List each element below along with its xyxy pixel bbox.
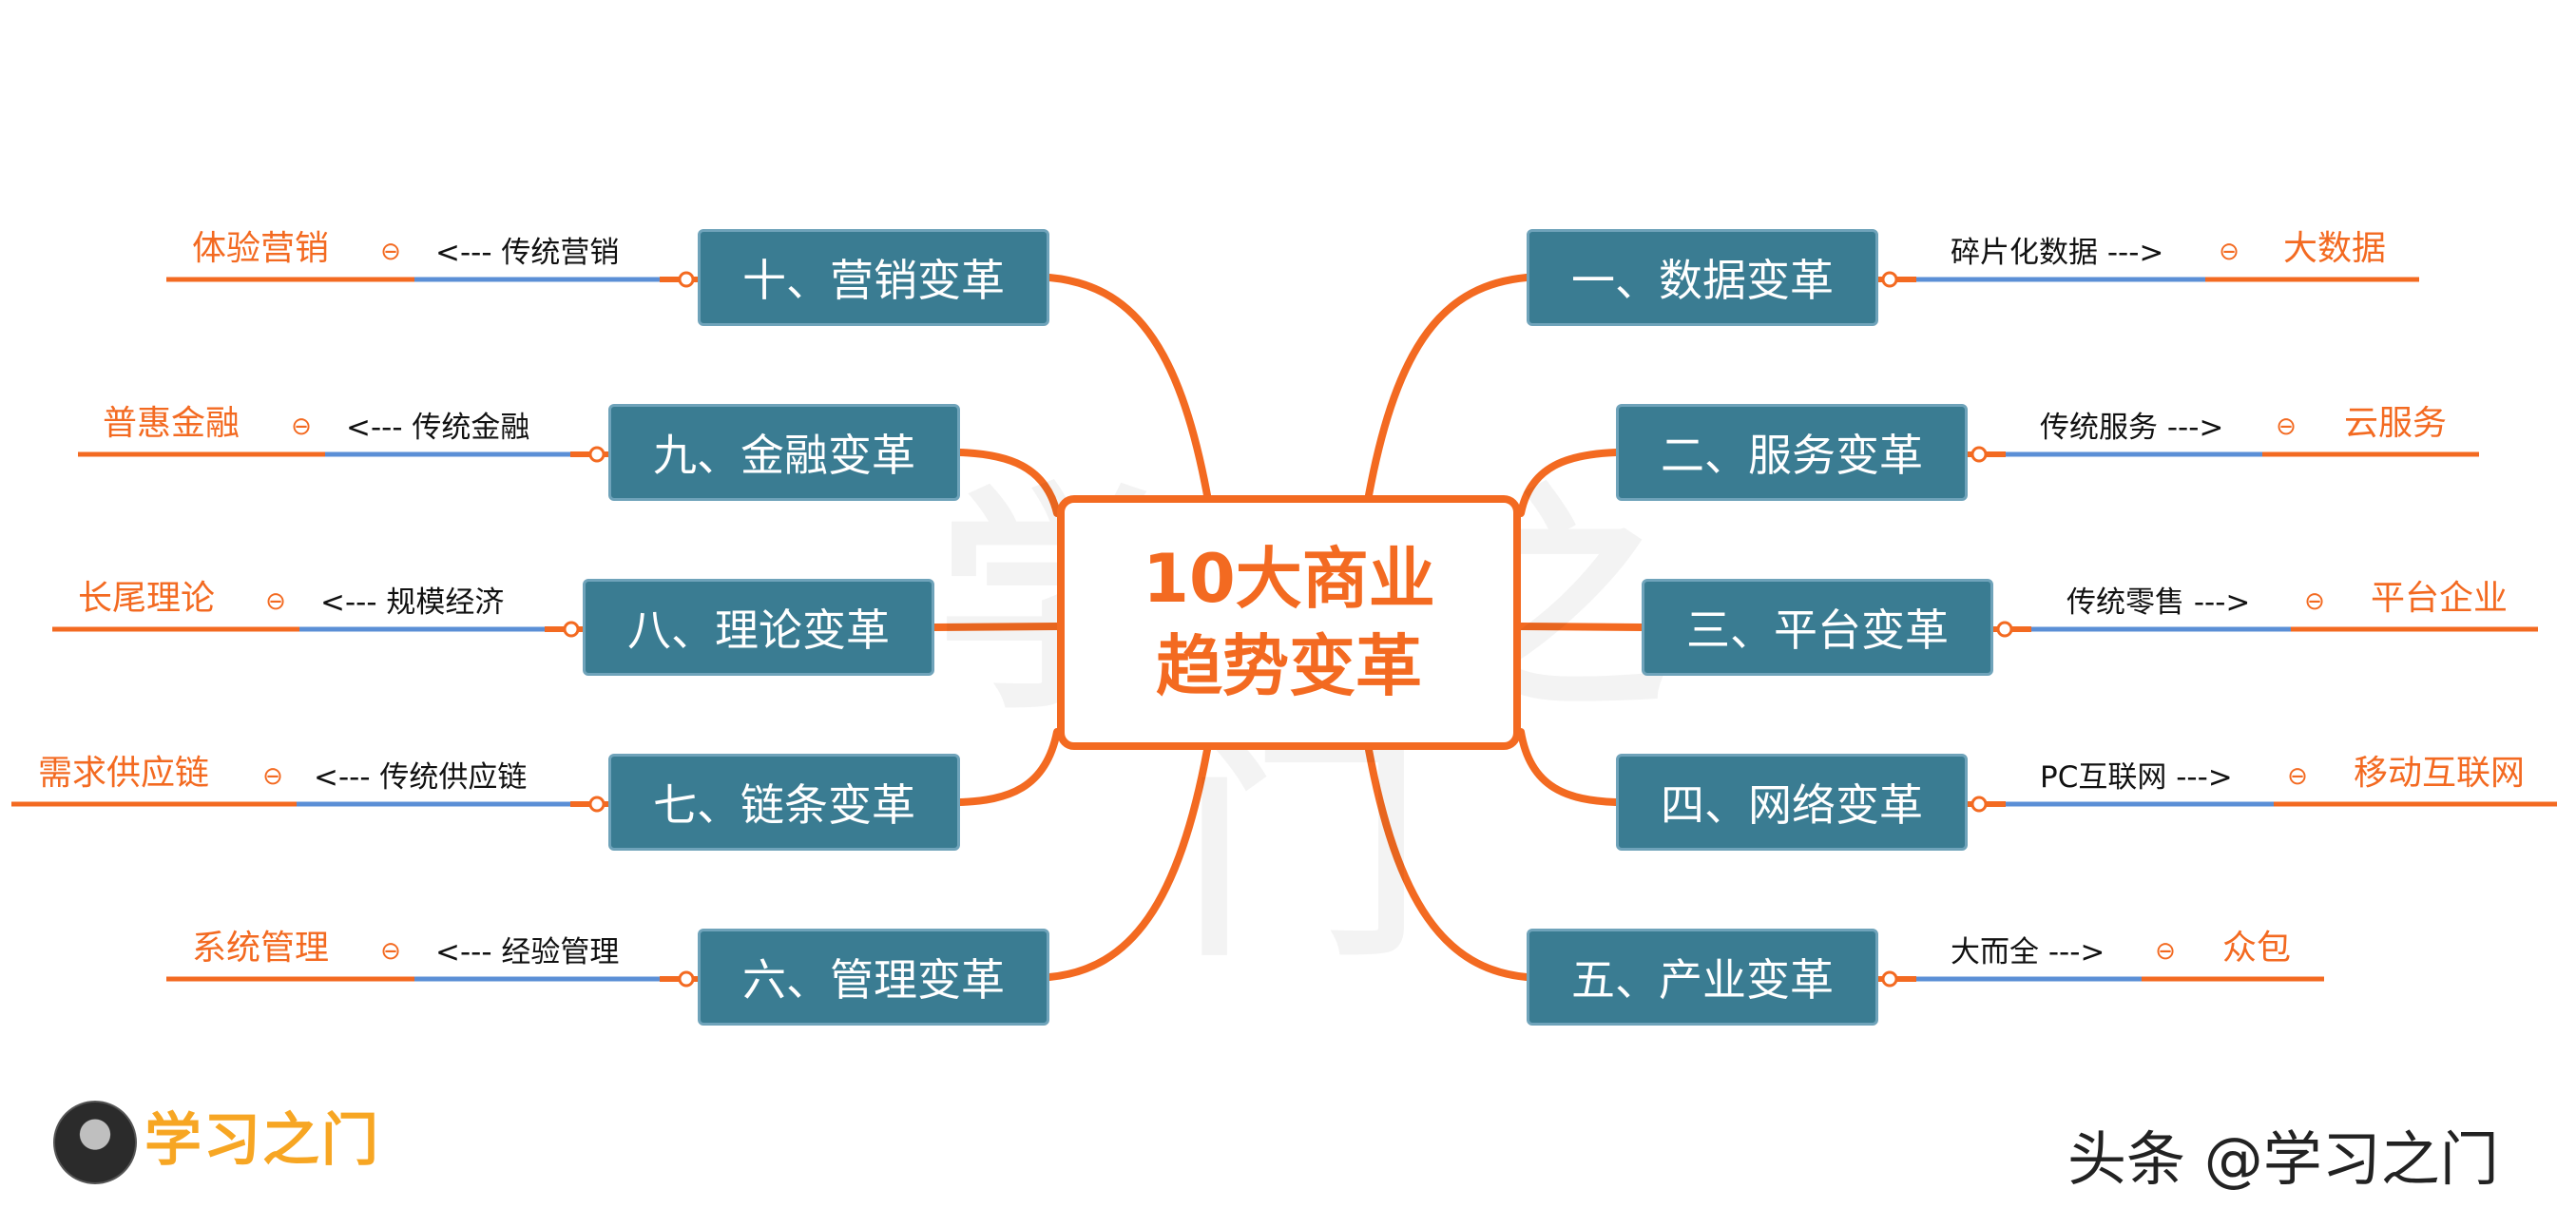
node-handle-dot (588, 796, 606, 813)
branch-service[interactable]: 二、服务变革 (1616, 404, 1968, 501)
center-topic-line2: 趋势变革 (1156, 627, 1422, 705)
branch-curve (956, 449, 1061, 517)
leaf-platform-enterprise[interactable]: 平台企业 (2371, 579, 2509, 618)
leaf-mobile-internet[interactable]: 移动互联网 (2354, 754, 2526, 793)
leaf-experience-marketing[interactable]: 体验营销 (192, 229, 330, 268)
node-handle-dot (1996, 621, 2013, 638)
branch-management[interactable]: 六、管理变革 (698, 929, 1049, 1026)
node-handle-dot (678, 970, 695, 988)
node-handle-dot (588, 446, 606, 463)
center-topic-line1: 10大商业 (1143, 540, 1435, 618)
collapse-icon[interactable]: ⊖ (262, 762, 283, 791)
leaf-long-tail-theory[interactable]: 长尾理论 (78, 579, 216, 618)
leaf-system-management[interactable]: 系统管理 (192, 929, 330, 968)
collapse-icon[interactable]: ⊖ (291, 413, 312, 441)
branch-curve (1365, 746, 1530, 981)
branch-data[interactable]: 一、数据变革 (1527, 229, 1878, 326)
collapse-icon[interactable]: ⊖ (2304, 587, 2325, 616)
leaf-crowdsourcing[interactable]: 众包 (2222, 929, 2292, 968)
node-handle-dot (1970, 446, 1988, 463)
leaf-cloud-service[interactable]: 云服务 (2344, 404, 2448, 443)
connector-text-theory: <--- 规模经济 (320, 585, 505, 620)
connector-text-chain: <--- 传统供应链 (314, 760, 528, 795)
connector-text-platform: 传统零售 ---> (2067, 585, 2251, 620)
branch-curve (956, 728, 1061, 806)
node-handle-dot (1881, 970, 1898, 988)
collapse-icon[interactable]: ⊖ (380, 238, 401, 266)
node-handle-dot (563, 621, 580, 638)
branch-chain[interactable]: 七、链条变革 (608, 754, 960, 851)
branch-theory[interactable]: 八、理论变革 (583, 579, 934, 676)
collapse-icon[interactable]: ⊖ (2219, 238, 2240, 266)
branch-platform[interactable]: 三、平台变革 (1642, 579, 1993, 676)
avatar (53, 1101, 137, 1184)
branch-curve (931, 623, 1061, 631)
credit-text: 头条 @学习之门 (2067, 1124, 2499, 1194)
branch-finance[interactable]: 九、金融变革 (608, 404, 960, 501)
brand-logo-text: 学习之门 (144, 1107, 380, 1174)
leaf-inclusive-finance[interactable]: 普惠金融 (103, 404, 240, 443)
collapse-icon[interactable]: ⊖ (2155, 937, 2176, 966)
leaf-big-data[interactable]: 大数据 (2283, 229, 2387, 268)
branch-marketing[interactable]: 十、营销变革 (698, 229, 1049, 326)
branch-industry[interactable]: 五、产业变革 (1527, 929, 1878, 1026)
collapse-icon[interactable]: ⊖ (2287, 762, 2308, 791)
center-topic[interactable]: 10大商业 趋势变革 (1057, 495, 1521, 750)
leaf-demand-supply-chain[interactable]: 需求供应链 (38, 754, 210, 793)
branch-curve (1517, 623, 1645, 631)
connector-text-data: 碎片化数据 ---> (1951, 236, 2164, 270)
connector-text-network: PC互联网 ---> (2040, 760, 2233, 795)
collapse-icon[interactable]: ⊖ (265, 587, 286, 616)
node-handle-dot (678, 271, 695, 288)
connector-text-management: <--- 经验管理 (435, 935, 620, 969)
branch-curve (1046, 746, 1211, 981)
connector-text-marketing: <--- 传统营销 (435, 236, 620, 270)
branch-network[interactable]: 四、网络变革 (1616, 754, 1968, 851)
collapse-icon[interactable]: ⊖ (380, 937, 401, 966)
connector-text-finance: <--- 传统金融 (346, 411, 530, 445)
collapse-icon[interactable]: ⊖ (2276, 413, 2297, 441)
branch-curve (1517, 449, 1620, 517)
connector-text-service: 传统服务 ---> (2040, 411, 2224, 445)
branch-curve (1046, 274, 1211, 499)
node-handle-dot (1881, 271, 1898, 288)
branch-curve (1517, 728, 1620, 806)
connector-text-industry: 大而全 ---> (1951, 935, 2105, 969)
branch-curve (1365, 274, 1530, 499)
node-handle-dot (1970, 796, 1988, 813)
